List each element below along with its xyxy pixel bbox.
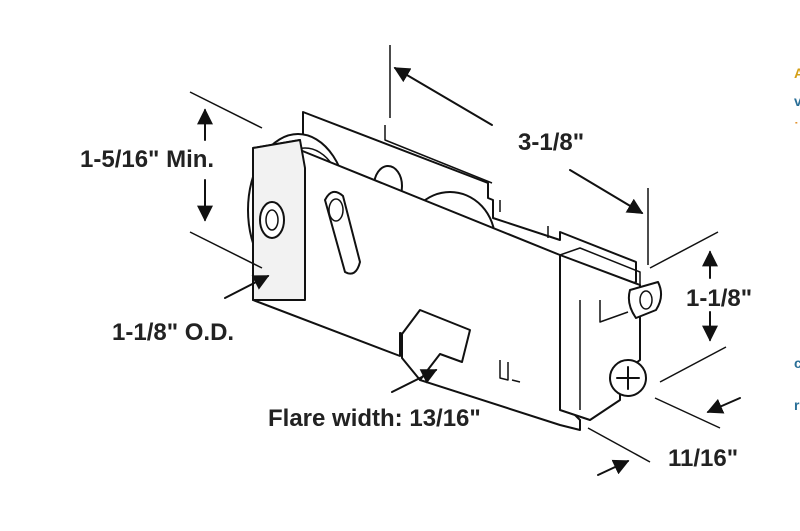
dimension-lines — [189, 45, 741, 476]
end-bracket-hole — [639, 290, 653, 310]
label-width: 11/16" — [668, 445, 738, 472]
flare-arrow — [391, 369, 438, 393]
height-extension-bottom — [189, 231, 263, 269]
adjust-slot — [324, 190, 361, 275]
bottom-notch — [499, 360, 521, 383]
width-extension-bottom — [587, 427, 651, 463]
edge-mark-2: v — [794, 93, 800, 109]
label-wheel-od: 1-1/8" O.D. — [112, 319, 234, 346]
flare-tab — [401, 309, 471, 381]
side-extension-bottom — [659, 346, 727, 383]
od-arrow — [224, 275, 270, 299]
adjust-hole-left-inner — [265, 209, 279, 231]
label-side-height: 1-1/8" — [686, 285, 752, 312]
back-rail-inner — [384, 125, 549, 238]
edge-mark-5: r — [794, 397, 800, 413]
edge-mark-3: ˙ — [794, 119, 799, 135]
label-length: 3-1/8" — [518, 129, 584, 156]
length-arrow-right — [569, 169, 644, 214]
screw-head-cross — [616, 366, 640, 390]
label-flare-width: Flare width: 13/16" — [268, 405, 481, 432]
width-arrow-top — [706, 397, 741, 414]
adjust-hole-left — [259, 201, 285, 239]
length-arrow-left — [393, 67, 493, 126]
housing-edge — [559, 247, 641, 410]
roller-assembly-illustration — [247, 111, 662, 431]
edge-mark-4: c — [794, 355, 800, 371]
height-extension-top — [189, 91, 263, 129]
width-extension-top — [654, 397, 721, 429]
label-height-min: 1-5/16" Min. — [80, 146, 214, 173]
adjust-slot-hole — [328, 198, 344, 222]
side-extension-top — [649, 231, 719, 269]
width-arrow-bottom — [597, 459, 630, 476]
end-bracket — [627, 281, 662, 319]
edge-mark-1: A — [794, 65, 800, 81]
cropped-edge-strip: A v ˙ c r — [790, 0, 800, 531]
